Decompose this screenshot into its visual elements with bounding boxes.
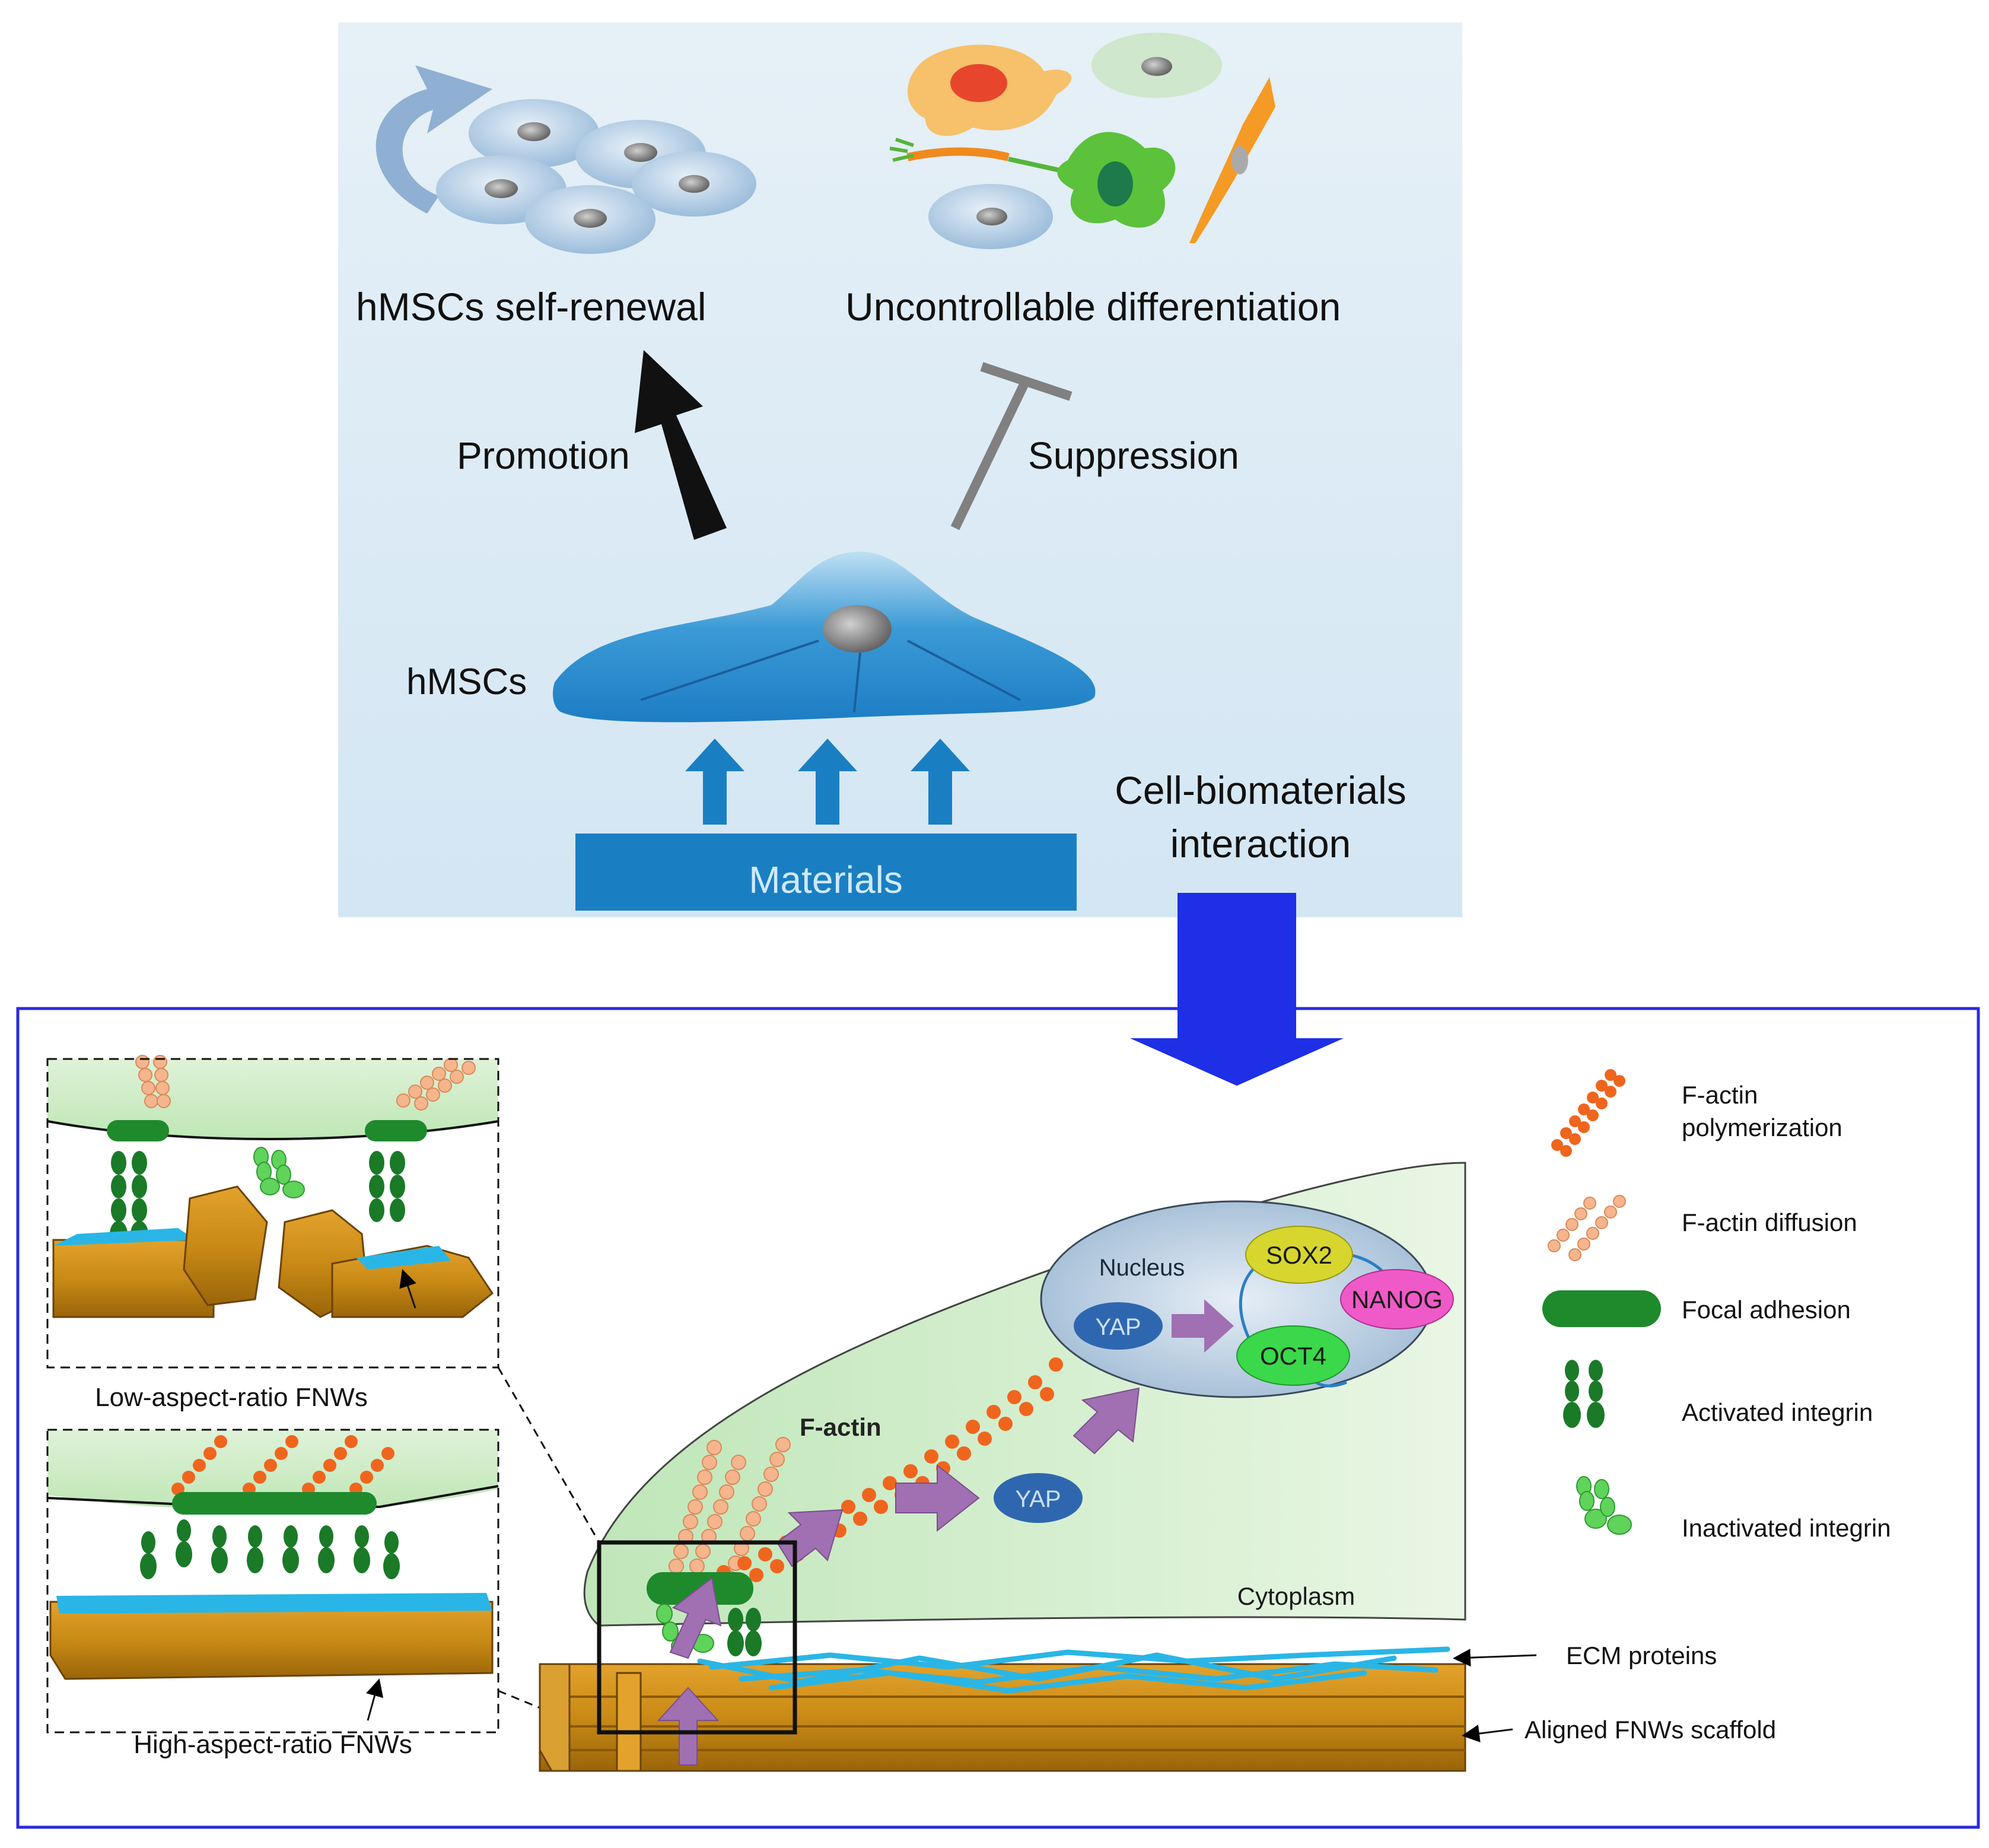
signal-up-arrow-icon [657,1687,720,1766]
promotion-label: Promotion [457,434,630,477]
legend-focal-adhesion-label: Focal adhesion [1682,1296,1851,1324]
nanog-label: NANOG [1351,1286,1443,1313]
legend-activated-integrin-icon [1563,1360,1605,1428]
legend-inactivated-integrin-icon [1576,1476,1632,1535]
material-signal-arrows [685,739,970,825]
suppression-inhibitor-icon [950,377,1031,530]
hmsc-cell-icon [553,552,1096,723]
self-renewal-cells [436,99,756,254]
legend-f-actin-diffusion-label: F-actin diffusion [1682,1208,1857,1236]
ecm-proteins-label: ECM proteins [1566,1642,1717,1669]
high-aspect-inset [46,1429,499,1734]
materials-block [575,834,1077,911]
yap-nucleus-label: YAP [1095,1314,1141,1340]
hmsc-nucleus-icon [823,605,892,653]
differentiation-label: Uncontrollable differentiation [845,285,1341,329]
ecm-proteins [697,1646,1450,1694]
oct4-oval [1236,1325,1350,1386]
f-actin-label: F-actin [800,1413,881,1441]
sox2-label: SOX2 [1266,1241,1332,1269]
zoom-box [597,1540,797,1735]
focal-adhesion-icon [172,1492,377,1515]
signal-arrow-icon [895,1464,980,1532]
yap-nucleus-oval [1074,1302,1163,1350]
yap-to-genes-arrow-icon [1172,1299,1234,1353]
low-aspect-inset [46,1055,499,1369]
self-renewal-curved-arrow-icon [375,65,492,214]
neuron-axon-icon [906,147,1010,161]
nucleus-label: Nucleus [1099,1255,1185,1281]
suppression-label: Suppression [1028,434,1239,477]
low-aspect-label: Low-aspect-ratio FNWs [95,1383,368,1412]
up-arrow-icon [685,739,744,825]
legend-focal-adhesion-icon [1542,1290,1661,1327]
up-arrow-icon [911,739,970,825]
signal-arrow-icon [669,1577,722,1659]
yap-cytoplasm-label: YAP [1015,1486,1061,1512]
legend-inactivated-integrin-label: Inactivated integrin [1682,1514,1891,1542]
promotion-arrow-icon [635,350,727,540]
focal-adhesion-icon [107,1120,169,1141]
bottom-panel-frame [16,1007,1980,1829]
signal-arrows [657,1387,1140,1766]
scaffold-label: Aligned FNWs scaffold [1525,1716,1776,1744]
interaction-label-line2: interaction [1170,822,1351,866]
sox2-oval [1245,1226,1353,1284]
legend-f-actin-polymerization-line2: polymerization [1682,1114,1842,1141]
legend-f-actin-diffusion-icon [1548,1195,1626,1261]
oct4-label: OCT4 [1260,1342,1326,1370]
focal-adhesion-icon [365,1120,427,1141]
up-arrow-icon [798,739,857,825]
legend: F-actin polymerization F-actin diffusion… [1542,1069,1891,1542]
hmscs-label: hMSCs [406,661,527,702]
differentiated-cells [889,33,1275,249]
yap-cytoplasm-oval [994,1473,1083,1523]
f-actin-diffusion-strands [669,1437,791,1586]
high-aspect-label: High-aspect-ratio FNWs [133,1730,412,1759]
interaction-label-line1: Cell-biomaterials [1115,768,1406,812]
signal-arrow-icon [1073,1387,1140,1455]
self-renewal-label: hMSCs self-renewal [356,285,707,329]
cytoplasm-label: Cytoplasm [1237,1582,1355,1610]
legend-f-actin-polymerization-icon [1551,1069,1625,1157]
materials-label: Materials [749,858,903,901]
legend-f-actin-polymerization-line1: F-actin [1682,1081,1758,1109]
legend-activated-integrin-label: Activated integrin [1682,1398,1873,1426]
nanog-oval [1340,1269,1454,1329]
